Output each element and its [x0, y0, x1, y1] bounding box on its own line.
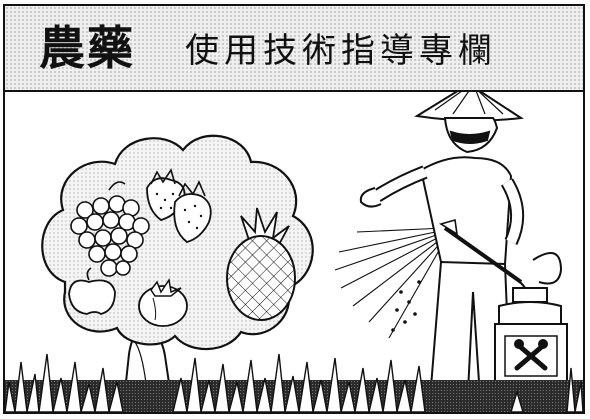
farmer-spraying-icon — [359, 92, 525, 412]
grapes-icon — [70, 181, 150, 277]
spray-mist — [334, 227, 446, 339]
tomato-icon — [138, 278, 188, 327]
apple-icon — [68, 267, 116, 315]
banner-header: 農藥 使用技術指導專欄 — [5, 6, 583, 92]
title-pesticide: 農藥 — [39, 21, 135, 75]
grass-icon — [5, 353, 583, 412]
title-technical-guidance-column: 使用技術指導專欄 — [185, 31, 497, 71]
column-banner: 農藥 使用技術指導專欄 — [3, 4, 585, 414]
pineapple-icon — [226, 207, 296, 321]
illustration — [5, 92, 583, 412]
strawberry-icon — [146, 168, 212, 243]
